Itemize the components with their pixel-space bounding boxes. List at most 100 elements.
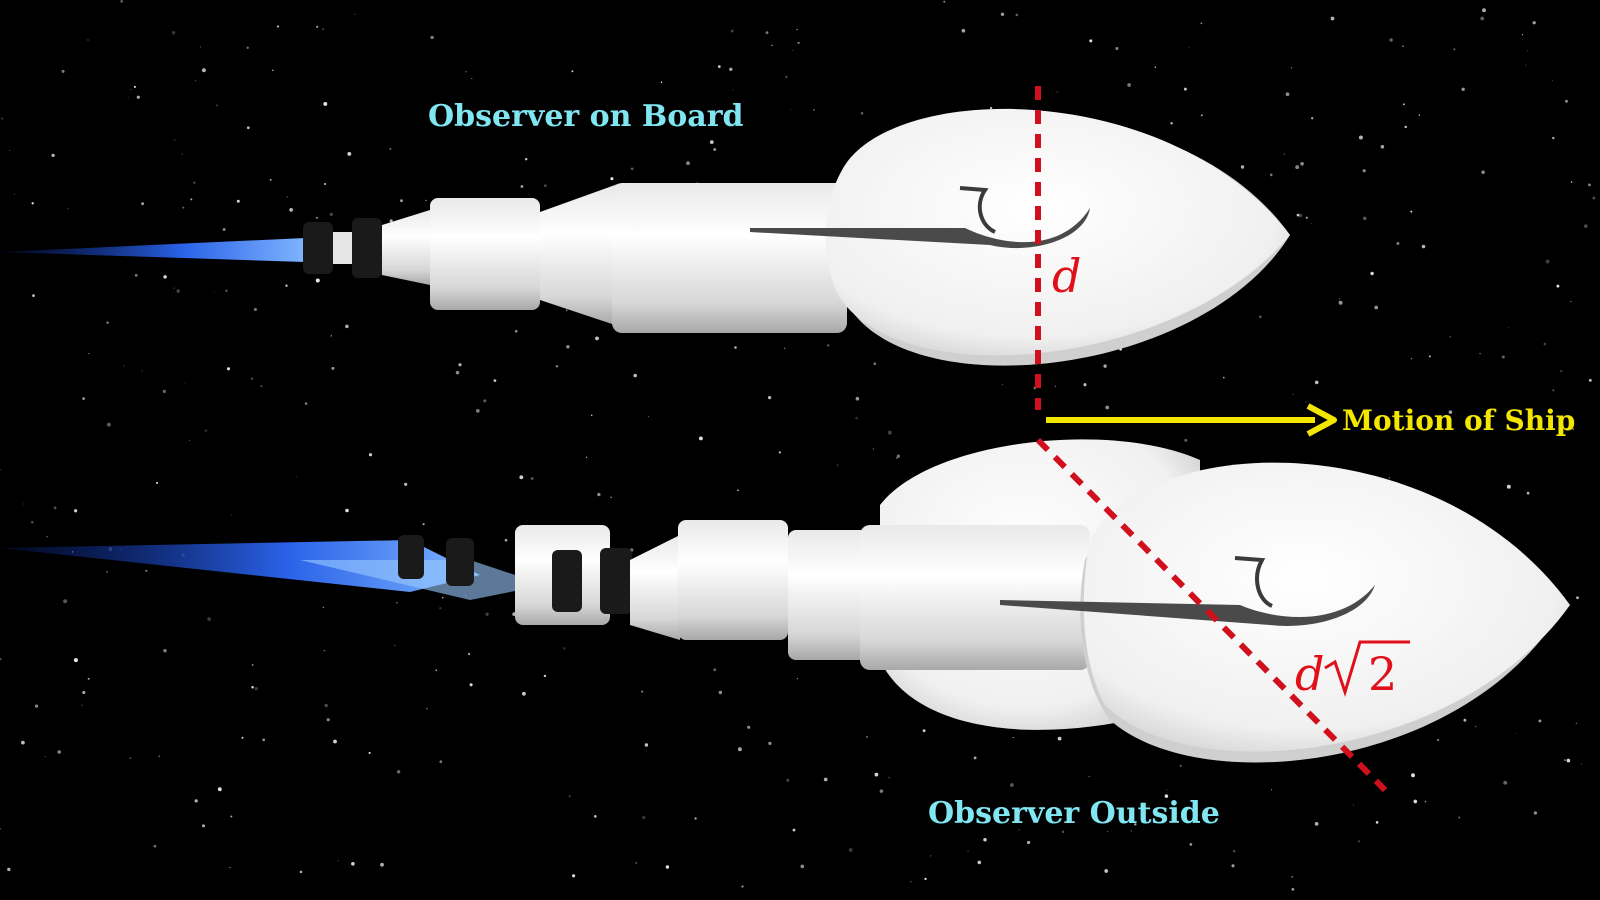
star: [46, 535, 48, 538]
star: [873, 362, 877, 366]
star: [1130, 830, 1133, 832]
star: [1501, 355, 1505, 359]
star: [734, 346, 737, 349]
star: [1449, 335, 1452, 338]
star: [1295, 165, 1300, 170]
star: [922, 729, 926, 733]
star: [337, 860, 339, 862]
star: [1480, 16, 1485, 21]
star: [1588, 378, 1592, 382]
star: [251, 685, 254, 689]
star: [1448, 410, 1453, 414]
star: [1410, 210, 1413, 213]
star: [204, 429, 208, 432]
star: [345, 324, 349, 329]
star: [87, 677, 90, 680]
star: [286, 196, 288, 198]
star: [1562, 430, 1564, 433]
saucer-slot: [1000, 585, 1375, 626]
star: [404, 482, 408, 486]
star: [184, 382, 186, 384]
star: [276, 25, 279, 28]
star: [741, 885, 744, 888]
star: [226, 367, 231, 371]
hull-main: [612, 183, 847, 333]
star: [202, 824, 205, 828]
star: [246, 126, 250, 130]
star: [874, 772, 879, 777]
star: [895, 456, 899, 459]
star: [642, 815, 646, 820]
hull-main: [860, 525, 1090, 670]
exhaust-flame-lower-glow: [300, 560, 545, 600]
star: [173, 287, 176, 290]
star: [593, 814, 597, 818]
star: [51, 153, 55, 158]
star: [1107, 807, 1110, 809]
star: [785, 75, 788, 79]
star: [730, 29, 734, 33]
star: [73, 509, 78, 513]
star: [326, 718, 330, 722]
star: [455, 370, 460, 375]
engine-ring: [446, 538, 474, 586]
star: [665, 865, 670, 869]
star: [1269, 173, 1273, 177]
star: [1389, 38, 1393, 42]
star: [435, 669, 438, 672]
star: [713, 668, 717, 672]
star: [31, 202, 34, 205]
star: [1453, 48, 1456, 51]
star: [1388, 477, 1391, 479]
star: [855, 396, 860, 401]
star: [597, 492, 601, 497]
star: [1521, 34, 1524, 36]
star: [1170, 122, 1173, 125]
star: [289, 208, 293, 212]
star: [1572, 428, 1574, 430]
star: [426, 707, 428, 710]
star: [1581, 763, 1583, 765]
star: [1374, 305, 1379, 310]
ship-outside: [0, 439, 1570, 763]
star: [1300, 161, 1304, 166]
star: [120, 0, 124, 3]
star: [141, 202, 145, 206]
star: [1164, 794, 1169, 798]
star: [1001, 383, 1004, 386]
star: [230, 815, 233, 818]
star: [1015, 13, 1019, 17]
star: [1134, 823, 1137, 826]
star: [1543, 342, 1547, 346]
star: [1311, 117, 1314, 120]
star: [1000, 12, 1005, 16]
star: [1054, 385, 1056, 387]
star: [200, 46, 202, 48]
star: [543, 184, 547, 188]
arrow-right-icon: [1306, 403, 1337, 437]
star: [1292, 393, 1294, 395]
star: [1240, 165, 1245, 169]
star: [1538, 719, 1542, 723]
star: [784, 347, 786, 350]
path-length-root: 2: [1368, 647, 1397, 701]
star: [1552, 389, 1555, 392]
star: [1161, 815, 1166, 819]
star: [644, 743, 649, 747]
star: [1200, 22, 1203, 25]
star: [253, 307, 257, 312]
star: [1184, 438, 1188, 442]
star: [563, 647, 566, 650]
path-length-d-root2: d 2: [1295, 640, 1410, 701]
star: [1533, 811, 1538, 815]
star: [635, 861, 638, 864]
star: [566, 345, 570, 349]
observer-on-board-label: Observer on Board: [428, 99, 744, 134]
star: [1482, 8, 1486, 13]
star: [322, 28, 324, 30]
star: [133, 85, 136, 88]
star: [1560, 370, 1563, 373]
star: [201, 68, 206, 73]
star: [718, 690, 723, 695]
star: [333, 739, 337, 744]
